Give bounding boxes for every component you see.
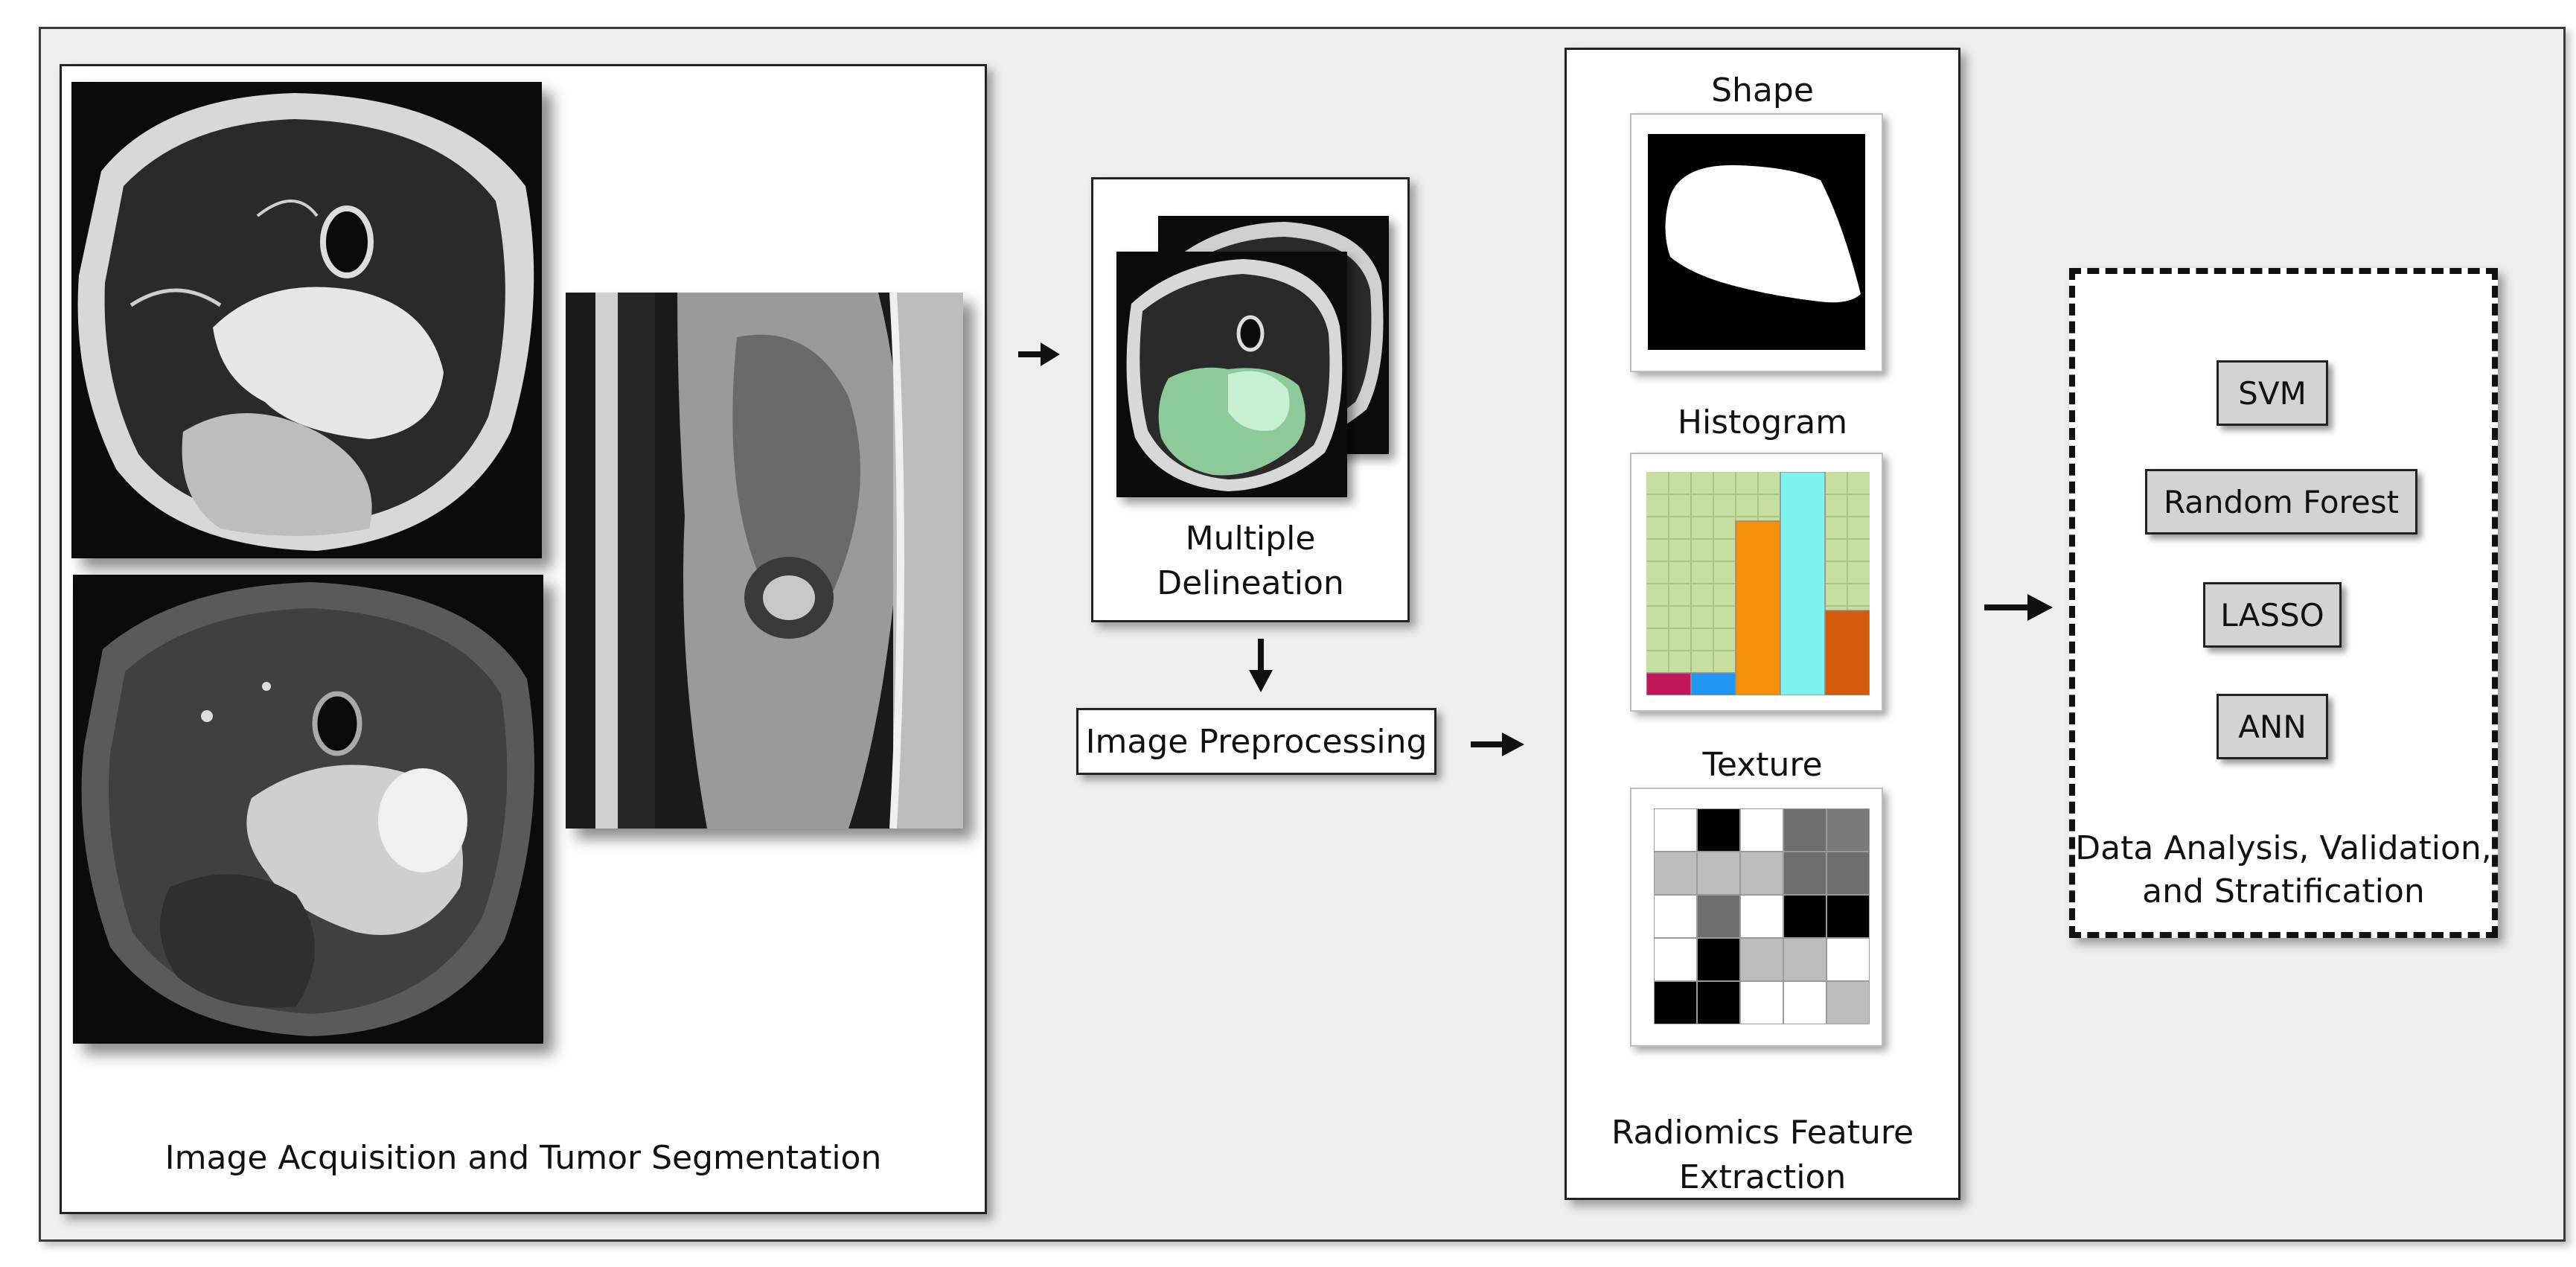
arrow-to-delineation (1018, 342, 1060, 366)
histogram-title: Histogram (1677, 403, 1848, 441)
shape-mask-image (1648, 134, 1865, 350)
arrow-to-features (1471, 733, 1524, 756)
method-lasso: LASSO (2203, 582, 2342, 648)
feature-caption-line1: Radiomics Feature (1611, 1114, 1914, 1152)
method-svm: SVM (2217, 360, 2328, 426)
shape-feature-card (1630, 113, 1883, 372)
analysis-caption-line2: and Stratification (2142, 872, 2425, 910)
mri-axial-contrast-image (73, 575, 543, 1044)
histogram-feature-card (1630, 453, 1883, 712)
feature-caption-line2: Extraction (1678, 1158, 1847, 1196)
shape-title: Shape (1711, 71, 1814, 109)
analysis-caption-line1: Data Analysis, Validation, (2075, 829, 2492, 867)
arrow-to-analysis (1984, 594, 2053, 621)
method-ann: ANN (2217, 694, 2328, 759)
delineation-label-line2: Delineation (1157, 564, 1344, 602)
texture-matrix-image (1654, 808, 1870, 1024)
image-preprocessing-box: Image Preprocessing (1076, 708, 1436, 775)
acquisition-caption: Image Acquisition and Tumor Segmentation (164, 1139, 882, 1177)
texture-feature-card (1630, 788, 1883, 1047)
delineation-front-slice-image (1116, 252, 1347, 497)
histogram-bar-3 (1780, 472, 1826, 695)
histogram-bar-2 (1735, 520, 1781, 695)
histogram-bar-1 (1690, 672, 1736, 695)
method-random-forest: Random Forest (2145, 469, 2417, 534)
histogram-chart (1646, 472, 1870, 695)
arrow-to-preprocessing (1249, 639, 1273, 692)
mri-coronal-image (566, 293, 963, 829)
histogram-bar-0 (1646, 672, 1692, 695)
texture-title: Texture (1702, 746, 1823, 784)
histogram-bar-4 (1824, 610, 1870, 695)
delineation-label-line1: Multiple (1185, 520, 1316, 558)
mri-axial-t2-image (71, 82, 542, 558)
